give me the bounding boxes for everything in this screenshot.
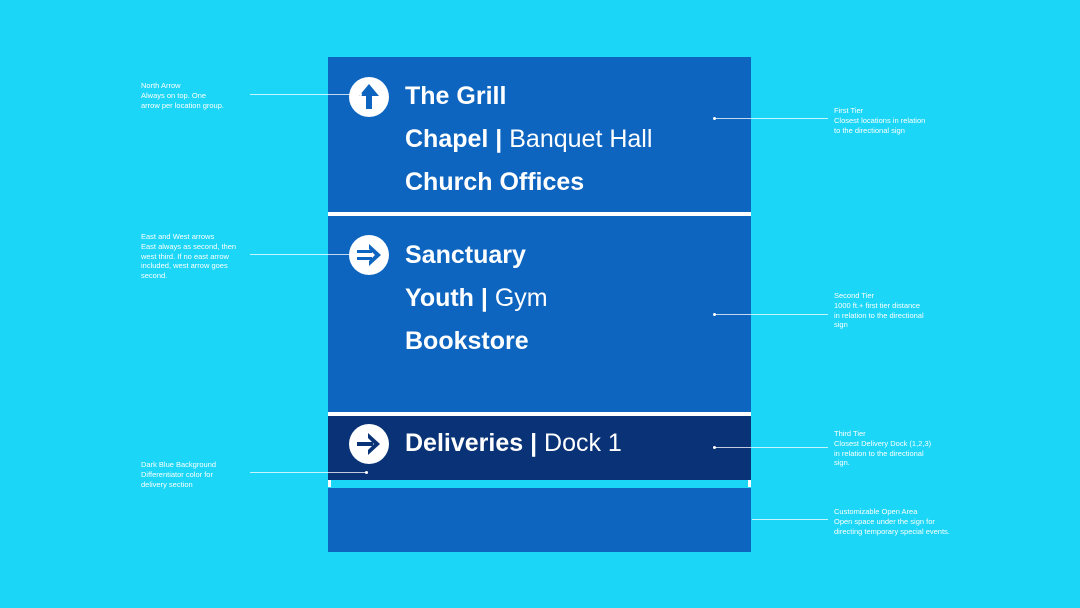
leader-dot xyxy=(365,471,368,474)
note-line: west third. If no east arrow xyxy=(141,251,229,261)
leader-dot xyxy=(359,93,362,96)
note-title: Dark Blue Background xyxy=(141,460,217,469)
note-first-tier: First Tier Closest locations in relation… xyxy=(834,106,954,135)
destination-main: Church Offices xyxy=(405,168,585,196)
note-line: Open space under the sign for xyxy=(834,516,935,526)
note-line: sign. xyxy=(834,458,850,468)
destination-sanctuary: Sanctuary xyxy=(405,240,526,270)
sign-gap xyxy=(328,480,751,488)
destination-main: Youth xyxy=(405,284,474,312)
first-tier-panel: The Grill Chapel | Banquet Hall Church O… xyxy=(328,57,751,212)
second-tier-panel: Sanctuary Youth | Gym Bookstore xyxy=(328,216,751,412)
note-second-tier: Second Tier 1000 ft.+ first tier distanc… xyxy=(834,291,954,330)
leader-line xyxy=(714,118,828,119)
destination-main: Chapel xyxy=(405,125,489,153)
note-line: in relation to the directional xyxy=(834,448,924,458)
note-line: included, west arrow goes xyxy=(141,261,228,271)
east-arrow-icon xyxy=(349,235,389,275)
north-arrow-icon xyxy=(349,77,389,117)
note-dark-blue: Dark Blue Background Differentiator colo… xyxy=(141,460,261,489)
customizable-open-area xyxy=(328,488,751,552)
destination-main: Sanctuary xyxy=(405,241,526,269)
destination-chapel-banquet-hall: Chapel | Banquet Hall xyxy=(405,124,652,154)
destination-deliveries-dock: Deliveries | Dock 1 xyxy=(405,428,622,458)
note-line: Differentiator color for xyxy=(141,469,213,479)
third-tier-panel: Deliveries | Dock 1 xyxy=(328,416,751,480)
directional-sign: The Grill Chapel | Banquet Hall Church O… xyxy=(328,57,751,552)
destination-church-offices: Church Offices xyxy=(405,167,584,197)
leader-line xyxy=(250,94,360,95)
note-line: delivery section xyxy=(141,479,193,489)
note-line: Closest Delivery Dock (1,2,3) xyxy=(834,438,932,448)
note-north-arrow: North Arrow Always on top. One arrow per… xyxy=(141,81,261,110)
gap-marker xyxy=(748,480,751,487)
note-title: Third Tier xyxy=(834,429,866,438)
destination-youth-gym: Youth | Gym xyxy=(405,283,548,313)
destination-separator: | xyxy=(523,429,545,457)
leader-line xyxy=(714,447,828,448)
destination-bookstore: Bookstore xyxy=(405,326,529,356)
note-open-area: Customizable Open Area Open space under … xyxy=(834,507,994,536)
leader-line xyxy=(752,519,828,520)
destination-alt: Dock 1 xyxy=(544,429,622,457)
note-title: Customizable Open Area xyxy=(834,507,918,516)
note-title: Second Tier xyxy=(834,291,875,300)
note-line: sign xyxy=(834,320,848,330)
note-line: Always on top. One xyxy=(141,90,207,100)
note-title: First Tier xyxy=(834,106,864,115)
leader-line xyxy=(250,472,366,473)
note-third-tier: Third Tier Closest Delivery Dock (1,2,3)… xyxy=(834,429,954,468)
note-line: East always as second, then xyxy=(141,241,237,251)
note-line: arrow per location group. xyxy=(141,100,224,110)
leader-line xyxy=(250,254,360,255)
leader-line xyxy=(714,314,828,315)
note-line: to the directional sign xyxy=(834,125,905,135)
destination-separator: | xyxy=(473,284,495,312)
gap-marker xyxy=(328,480,331,487)
destination-the-grill: The Grill xyxy=(405,81,506,111)
destination-main: The Grill xyxy=(405,82,507,110)
destination-main: Deliveries xyxy=(405,429,524,457)
east-arrow-icon xyxy=(349,424,389,464)
tier-divider xyxy=(328,212,751,216)
destination-alt: Gym xyxy=(494,284,548,312)
destination-separator: | xyxy=(488,125,510,153)
note-line: directing temporary special events. xyxy=(834,526,950,536)
tier-divider xyxy=(328,412,751,416)
destination-alt: Banquet Hall xyxy=(509,125,653,153)
note-line: 1000 ft.+ first tier distance xyxy=(834,300,921,310)
note-title: East and West arrows xyxy=(141,232,215,241)
note-line: second. xyxy=(141,271,168,281)
destination-main: Bookstore xyxy=(405,327,529,355)
note-line: in relation to the directional xyxy=(834,310,924,320)
leader-dot xyxy=(359,253,362,256)
note-east-west: East and West arrows East always as seco… xyxy=(141,232,261,281)
note-title: North Arrow xyxy=(141,81,181,90)
note-line: Closest locations in relation xyxy=(834,115,926,125)
